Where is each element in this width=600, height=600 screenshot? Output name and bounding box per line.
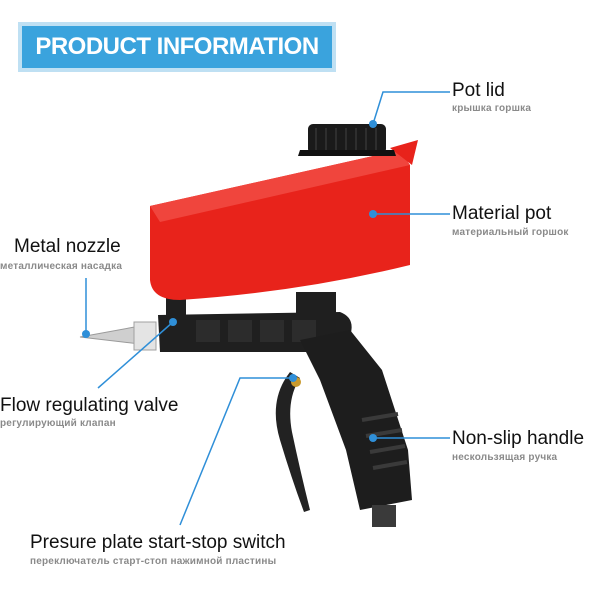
pot-lid-sub: крышка горшка: [452, 103, 532, 114]
flow-valve-sub: регулирующий клапан: [0, 418, 116, 429]
flow-valve-line: [97, 321, 174, 389]
switch-line: [179, 377, 293, 526]
pot-lid-label: Pot lid: [452, 80, 505, 101]
material-pot-sub: материальный горшок: [452, 227, 569, 238]
banner-panel: PRODUCT INFORMATION: [22, 26, 332, 68]
handle-label: Non-slip handle: [452, 428, 585, 449]
handle-sub: нескользящая ручка: [452, 452, 558, 463]
material-pot-label: Material pot: [452, 203, 552, 224]
metal-nozzle-label: Metal nozzle: [14, 236, 121, 257]
switch-label: Presure plate start-stop switch: [30, 532, 286, 553]
material-pot: [150, 150, 410, 300]
product-info-banner: PRODUCT INFORMATION: [18, 22, 336, 72]
metal-nozzle-sub: металлическая насадка: [0, 261, 123, 272]
callout-lines: [85, 91, 450, 526]
switch-sub: переключатель старт-стоп нажимной пласти…: [30, 556, 277, 567]
callout-dots: [82, 120, 377, 442]
trigger-lever: [275, 372, 310, 512]
gun-handle: [300, 330, 412, 510]
pot-lid-line: [372, 91, 450, 125]
banner-title: PRODUCT INFORMATION: [35, 33, 319, 60]
flow-valve-label: Flow regulating valve: [0, 395, 179, 416]
pot-mount: [296, 292, 336, 316]
